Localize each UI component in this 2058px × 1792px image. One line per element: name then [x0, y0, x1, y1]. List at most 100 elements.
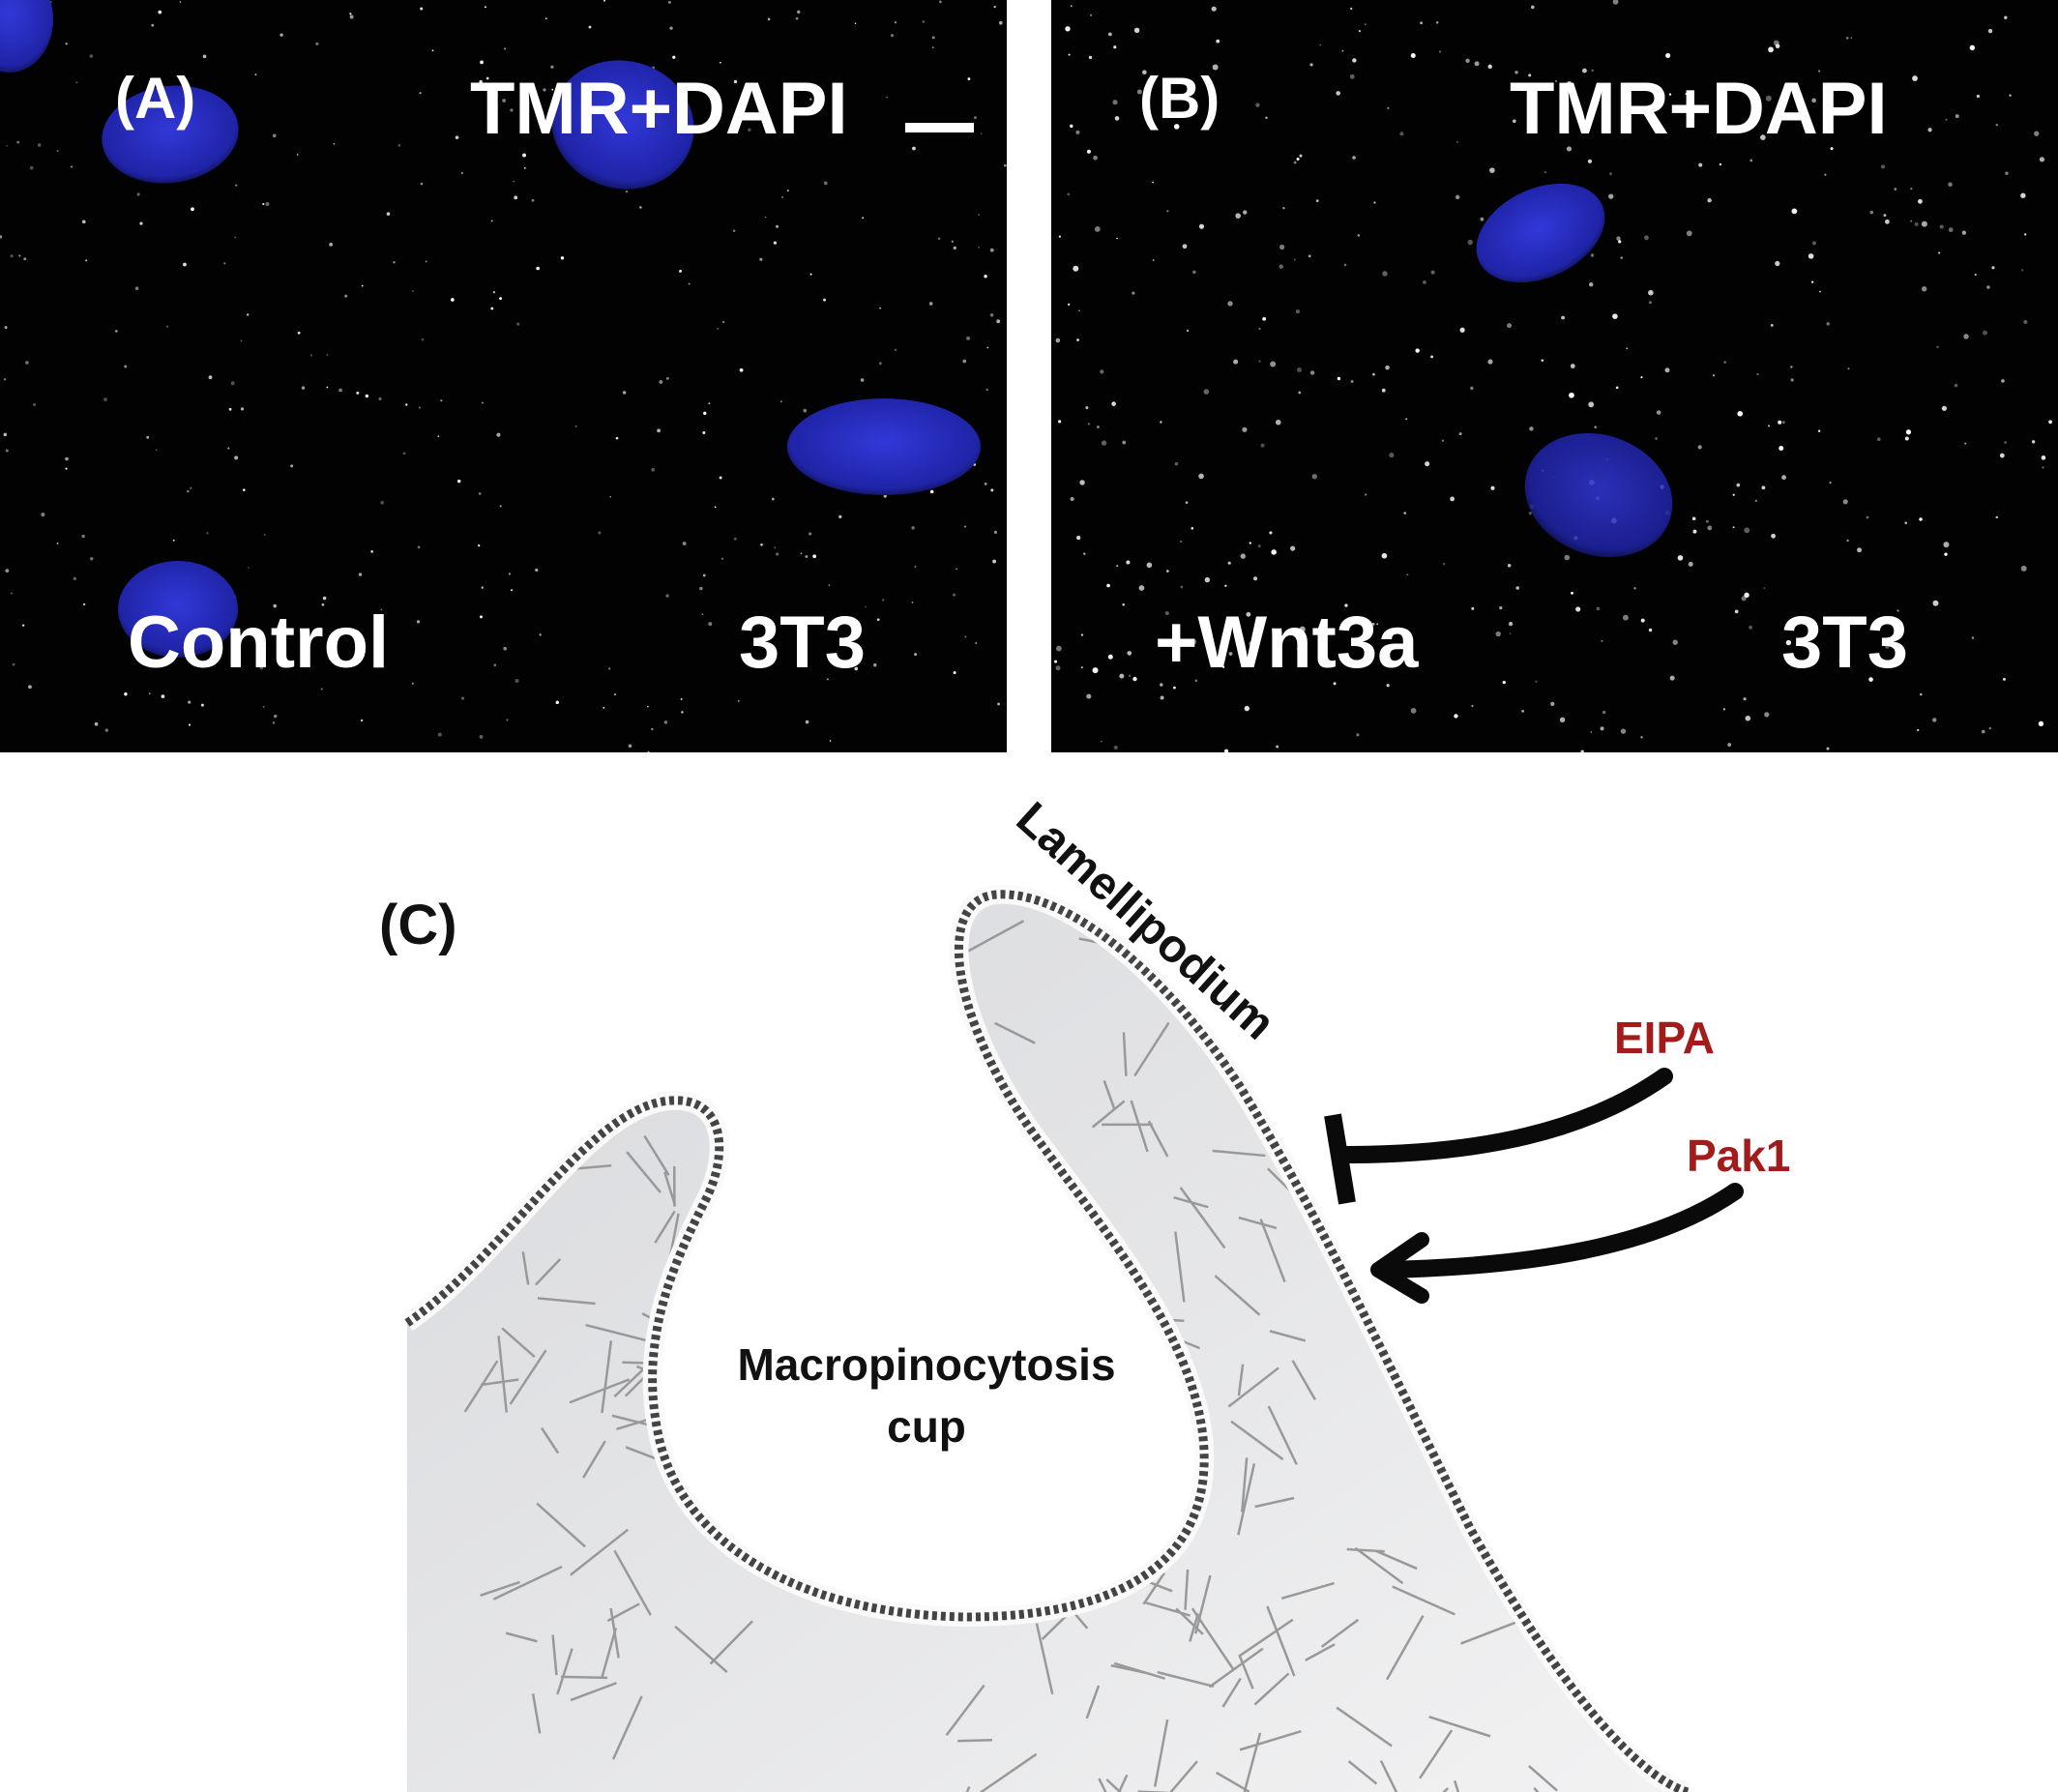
fluorescent-speck — [776, 552, 779, 556]
actin-filament — [1347, 1760, 1378, 1785]
fluorescent-speck — [1075, 535, 1081, 541]
fluorescent-speck — [71, 165, 74, 168]
fluorescent-speck — [514, 678, 519, 683]
fluorescent-speck — [975, 642, 977, 644]
fluorescent-speck — [326, 386, 329, 389]
fluorescent-speck — [834, 122, 838, 127]
fluorescent-speck — [984, 482, 987, 485]
pak1-label: Pak1 — [1687, 1131, 1791, 1181]
fluorescent-speck — [227, 447, 230, 450]
fluorescent-speck — [1296, 158, 1300, 162]
actin-filament — [570, 1528, 630, 1576]
fluorescent-speck — [1357, 234, 1360, 237]
fluorescent-speck — [1350, 379, 1354, 383]
fluorescent-speck — [1885, 644, 1890, 649]
fluorescent-speck — [460, 171, 463, 175]
fluorescent-speck — [1665, 52, 1671, 59]
actin-filament — [570, 1682, 617, 1702]
actin-filament — [1516, 1546, 1544, 1586]
fluorescent-speck — [378, 397, 382, 400]
actin-filament — [1122, 1032, 1128, 1076]
fluorescent-speck — [104, 728, 109, 732]
fluorescent-speck — [2001, 379, 2005, 383]
fluorescent-speck — [502, 99, 507, 103]
fluorescent-speck — [1868, 677, 1873, 682]
fluorescent-speck — [1615, 386, 1619, 390]
fluorescent-speck — [344, 294, 348, 298]
panel-b-image — [1054, 0, 2052, 752]
fluorescent-speck — [1707, 525, 1713, 531]
fluorescent-speck — [421, 338, 425, 341]
fluorescent-speck — [1648, 628, 1653, 632]
fluorescent-speck — [4, 326, 8, 330]
fluorescent-speck — [1590, 731, 1593, 733]
fluorescent-speck — [809, 273, 812, 276]
fluorescent-speck — [1054, 660, 1058, 663]
actin-filament — [492, 1565, 563, 1601]
fluorescent-speck — [1508, 621, 1514, 627]
fluorescent-speck — [1932, 600, 1939, 606]
fluorescent-speck — [615, 436, 619, 440]
fluorescent-speck — [1877, 437, 1881, 442]
fluorescent-speck — [1430, 270, 1435, 275]
fluorescent-speck — [767, 17, 771, 21]
fluorescent-speck — [165, 325, 169, 328]
actin-filament — [643, 1134, 670, 1176]
fluorescent-speck — [1467, 239, 1473, 246]
fluorescent-speck — [506, 719, 509, 721]
actin-filament — [674, 1625, 728, 1673]
fluorescent-speck — [411, 289, 414, 292]
fluorescent-speck — [1282, 207, 1285, 210]
fluorescent-speck — [360, 719, 364, 722]
fluorescent-speck — [1107, 32, 1112, 37]
fluorescent-speck — [873, 663, 877, 667]
fluorescent-speck — [1927, 128, 1932, 132]
fluorescent-speck — [1600, 726, 1604, 731]
fluorescent-speck — [1596, 606, 1601, 611]
fluorescent-speck — [1336, 91, 1340, 96]
fluorescent-speck — [411, 682, 414, 685]
fluorescent-speck — [254, 73, 257, 76]
fluorescent-speck — [980, 132, 983, 135]
fluorescent-speck — [309, 354, 313, 357]
fluorescent-speck — [522, 153, 527, 158]
actin-filament — [1002, 1278, 1015, 1318]
actin-filament — [1118, 1544, 1127, 1578]
fluorescent-speck — [431, 49, 434, 52]
nucleus — [118, 561, 238, 658]
fluorescent-speck — [296, 154, 299, 156]
fluorescent-speck — [1341, 49, 1344, 52]
fluorescent-speck — [482, 401, 484, 404]
fluorescent-speck — [1056, 645, 1062, 652]
fluorescent-speck — [719, 476, 722, 480]
fluorescent-speck — [665, 594, 669, 598]
fluorescent-speck — [1343, 656, 1347, 659]
fluorescent-speck — [625, 190, 629, 193]
fluorescent-speck — [1817, 429, 1821, 432]
fluorescent-speck — [235, 184, 238, 187]
fluorescent-speck — [65, 456, 69, 461]
fluorescent-speck — [1344, 603, 1348, 607]
fluorescent-speck — [1866, 515, 1869, 519]
actin-filament — [613, 1549, 652, 1616]
actin-filament — [1230, 1420, 1284, 1461]
fluorescent-speck — [1136, 89, 1142, 95]
fluorescent-speck — [1315, 199, 1319, 203]
fluorescent-speck — [556, 91, 560, 95]
fluorescent-speck — [1058, 235, 1061, 238]
fluorescent-speck — [1948, 227, 1954, 233]
fluorescent-speck — [2034, 131, 2040, 136]
fluorescent-speck — [1075, 130, 1080, 134]
fluorescent-speck — [480, 60, 484, 65]
actin-filament — [1419, 1729, 1454, 1779]
fluorescent-speck — [1185, 501, 1189, 504]
fluorescent-speck — [1227, 301, 1233, 307]
actin-filament — [1085, 1685, 1101, 1719]
fluorescent-speck — [158, 10, 162, 15]
fluorescent-speck — [1270, 361, 1277, 367]
fluorescent-speck — [1410, 708, 1417, 714]
nucleus — [0, 0, 53, 73]
fluorescent-speck — [1939, 224, 1944, 229]
fluorescent-speck — [1587, 159, 1593, 163]
fluorescent-speck — [1514, 71, 1518, 74]
